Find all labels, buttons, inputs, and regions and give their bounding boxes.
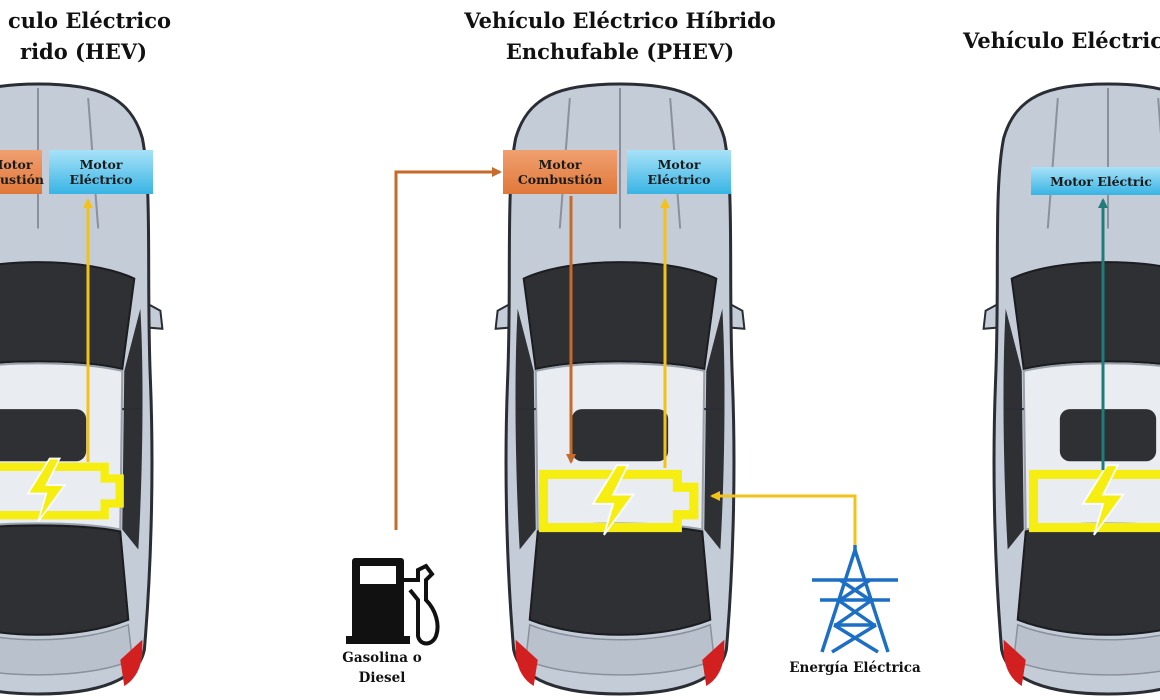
phev-electric-motor-box: Motor Eléctrico	[627, 150, 731, 194]
bev-title-line1: Vehículo Eléctric	[963, 28, 1160, 53]
phev-grid-to-battery-arrow	[710, 491, 857, 552]
hev-title-line2: rido (HEV)	[20, 39, 148, 64]
grid-source-label: Energía Eléctrica	[789, 660, 921, 676]
gas-pump-icon	[346, 558, 440, 646]
hev-combustion-engine-box: Motor mbustión	[0, 150, 44, 194]
fuel-source-label: Gasolina o Diesel	[342, 650, 422, 686]
hev-electric-motor-box: Motor Eléctrico	[49, 150, 153, 194]
phev-fuel-to-engine-arrow	[394, 167, 502, 530]
phev-title-line1: Vehículo Eléctrico Híbrido	[464, 8, 776, 33]
phev-title-line2: Enchufable (PHEV)	[505, 39, 735, 64]
power-tower-icon	[812, 545, 898, 654]
hev-title-line1: culo Eléctrico	[8, 8, 172, 33]
phev-combustion-engine-box: Motor Combustión	[503, 150, 617, 194]
bev-electric-motor-box: Motor Eléctric	[1031, 167, 1160, 195]
